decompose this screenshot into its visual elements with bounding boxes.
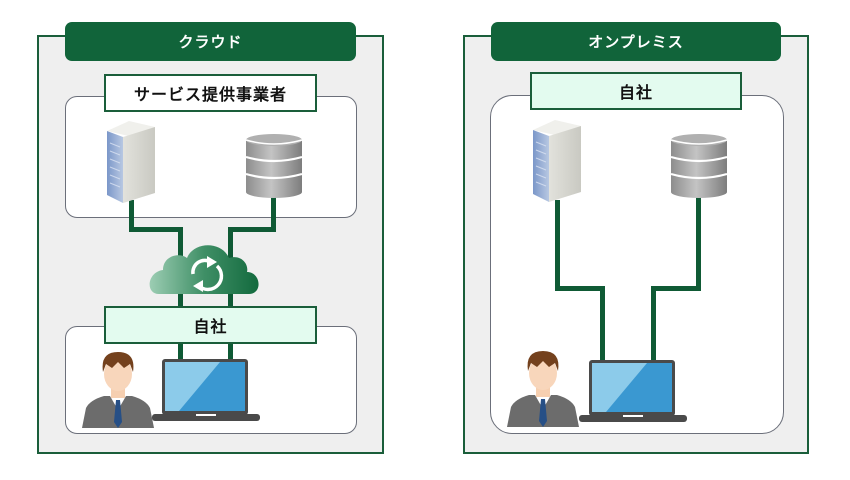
connection-line (178, 227, 183, 362)
connection-line (600, 286, 605, 363)
laptop-icon (152, 359, 260, 421)
connection-line (271, 196, 276, 232)
provider-label: サービス提供事業者 (104, 74, 317, 112)
server-icon (533, 120, 581, 202)
company-label-text: 自社 (193, 317, 228, 336)
cloud-title: クラウド (178, 33, 243, 51)
connection-line (228, 227, 233, 362)
laptop-icon (579, 360, 687, 422)
onprem-company-label: 自社 (530, 72, 742, 110)
onprem-title: オンプレミス (588, 33, 684, 51)
connection-line (651, 286, 701, 291)
businessman-icon (507, 351, 579, 427)
connection-line (555, 286, 605, 291)
provider-label-text: サービス提供事業者 (133, 85, 287, 104)
database-icon (670, 134, 728, 198)
connection-line (651, 286, 656, 363)
server-icon (107, 121, 155, 203)
connection-line (555, 200, 560, 291)
cloud-sync-icon (149, 245, 259, 294)
connection-line (129, 227, 183, 232)
company-label: 自社 (104, 306, 317, 344)
businessman-icon (82, 352, 154, 428)
connection-line (696, 195, 701, 291)
onprem-header: オンプレミス (491, 22, 781, 61)
cloud-header: クラウド (65, 22, 356, 61)
connection-line (129, 200, 134, 232)
database-icon (245, 134, 303, 198)
onprem-company-label-text: 自社 (618, 83, 653, 102)
connection-line (228, 227, 276, 232)
